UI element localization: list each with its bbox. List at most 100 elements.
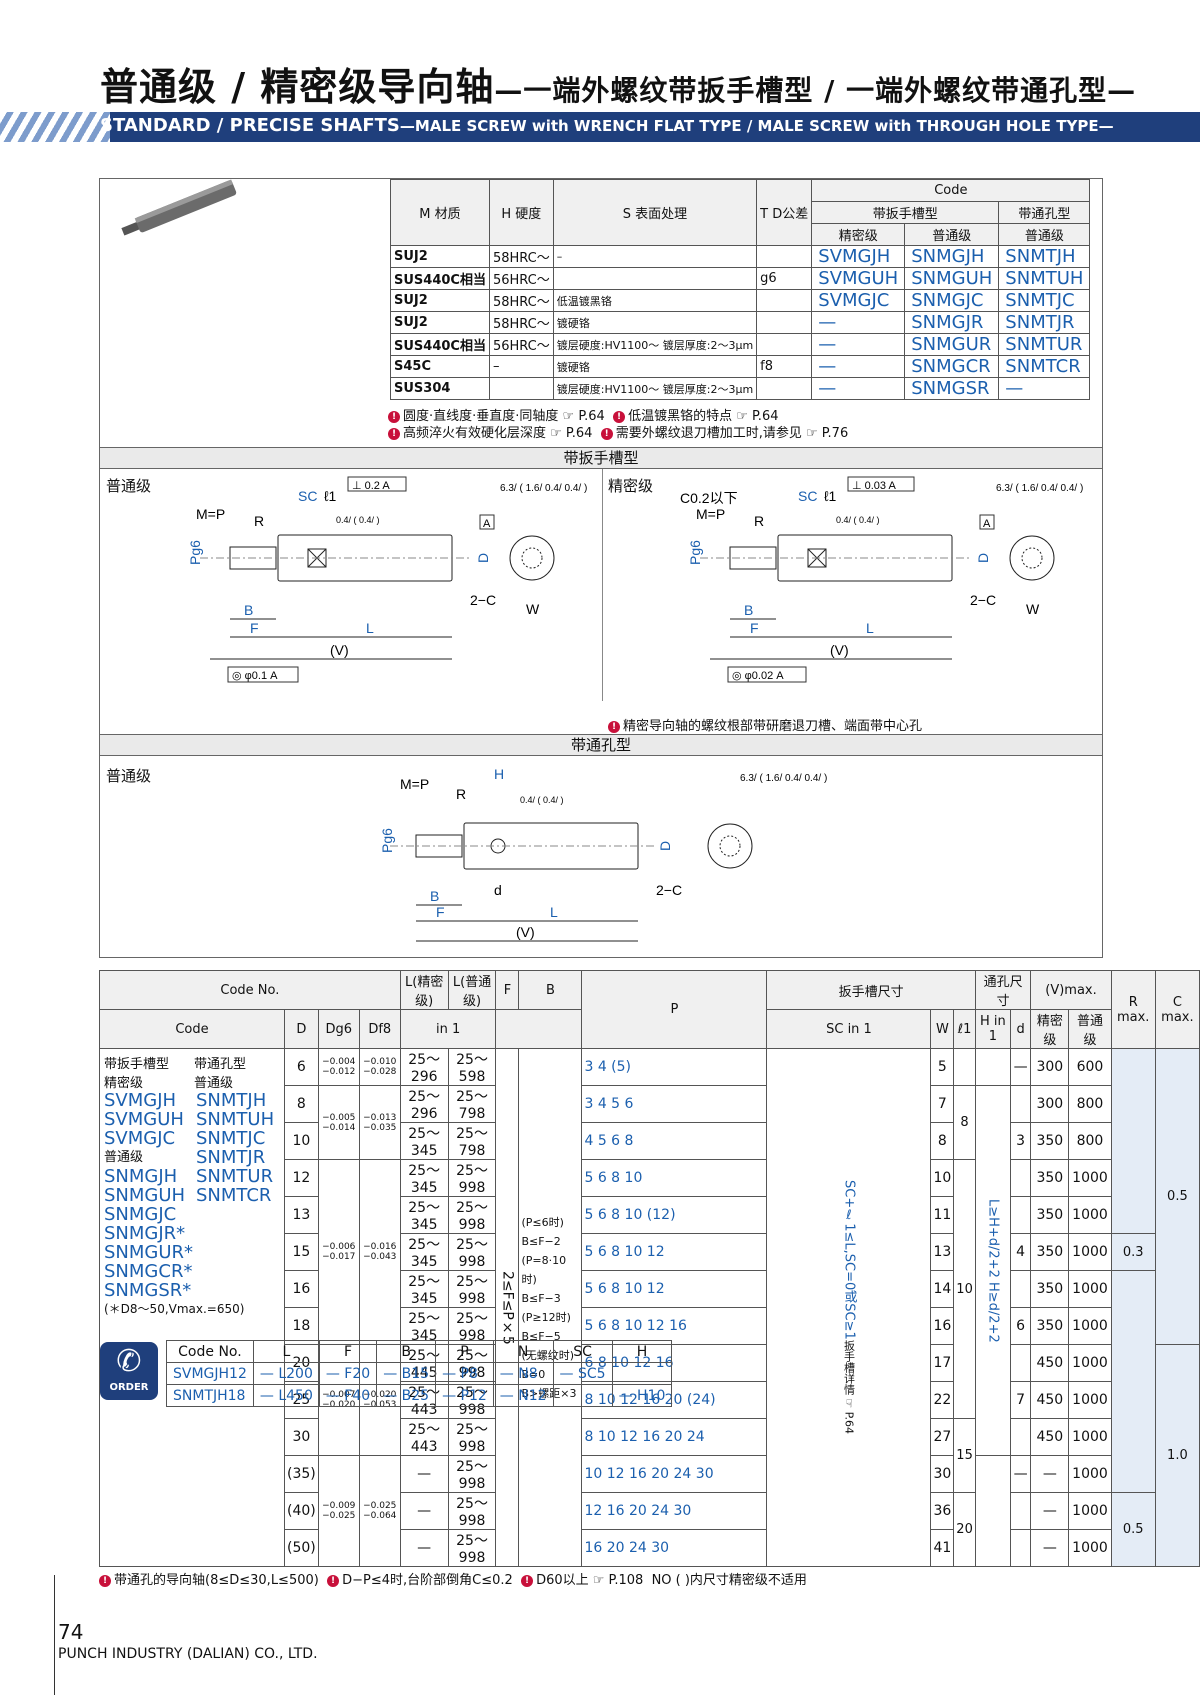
hardness-header: H 硬度 <box>488 179 554 246</box>
d-cell: (35) <box>284 1455 319 1493</box>
code-header: Code <box>811 179 1091 202</box>
b-rule: (P=8·10时) <box>521 1253 567 1286</box>
fb-blank <box>495 1009 583 1049</box>
ln-cell: 25～998 <box>447 1159 497 1197</box>
order-header-cell: N <box>492 1340 554 1363</box>
page-subtitle: STANDARD / PRECISE SHAFTS—MALE SCREW wit… <box>100 115 1114 136</box>
vn-cell: 1000 <box>1068 1307 1112 1345</box>
hardness-cell: 58HRC～ <box>488 245 554 268</box>
r-cell <box>1110 1048 1156 1234</box>
d-cell: 8 <box>284 1085 319 1123</box>
dg6-cell: −0.005 −0.014 <box>317 1085 360 1160</box>
hardness-cell <box>488 377 554 400</box>
lp-cell: 25～443 <box>399 1418 449 1456</box>
code-normal-cell: SNMGJC <box>904 289 1000 312</box>
normal-grade-label: 普通级 <box>106 477 152 495</box>
vn-cell: 1000 <box>1068 1233 1112 1271</box>
page-number: 74 <box>58 1620 84 1644</box>
normal-header-2: 普通级 <box>998 223 1091 246</box>
label-f: F <box>436 904 445 920</box>
lp-cell: — <box>399 1455 449 1493</box>
material-cell: SUJ2 <box>390 289 490 312</box>
vp-cell: 450 <box>1030 1418 1070 1456</box>
lp-cell: 25～345 <box>399 1196 449 1234</box>
info-icon: ! <box>613 410 626 423</box>
label-dd: d <box>494 882 502 898</box>
dimension-notes: !带通孔的导向轴(8≤D≤30,L≤500) !D−P≤4时,台阶部倒角C≤0.… <box>99 1569 1200 1588</box>
l1-cell: 15 <box>953 1418 976 1493</box>
label-pg6: Pg6 <box>379 828 395 853</box>
vp-cell: 350 <box>1030 1233 1070 1271</box>
dd-cell: 7 <box>1009 1381 1032 1419</box>
section-wrench-type: 带扳手槽型 <box>100 447 1102 469</box>
label-v: (V) <box>830 642 849 658</box>
lp-cell: 25～296 <box>399 1085 449 1123</box>
w-cell: 17 <box>930 1344 955 1382</box>
w-cell: 30 <box>930 1455 955 1493</box>
precise-grade-label: 精密级 <box>608 477 654 495</box>
normal-grade-label-2: 普通级 <box>106 767 152 785</box>
label-r: R <box>254 513 264 529</box>
p-cell: 8 10 12 16 20 24 <box>581 1418 768 1456</box>
order-cell: — N8 <box>492 1362 554 1385</box>
f-header: F <box>495 970 520 1010</box>
vn-cell: 1000 <box>1068 1418 1112 1456</box>
w-cell: 10 <box>930 1159 955 1197</box>
w-cell: 14 <box>930 1270 955 1308</box>
roughness-spec: 6.3/ ( 1.6/ 0.4/ 0.4/ ) <box>740 773 827 784</box>
label-pg6: Pg6 <box>187 540 203 565</box>
b-rule: B≤F−2 <box>521 1234 561 1248</box>
p-cell: 5 6 8 10 12 <box>581 1233 768 1271</box>
d-cell: (40) <box>284 1492 319 1530</box>
order-cell <box>552 1384 613 1407</box>
hole-type-label: 带通孔型 <box>194 1057 247 1072</box>
surface-header: S 表面处理 <box>552 179 758 246</box>
vn-cell: 1000 <box>1068 1159 1112 1197</box>
order-row: SNMTJH18— L450— F40— B25— P12— N12— H10 <box>166 1384 673 1407</box>
b-rule: (P≥12时) <box>521 1310 571 1324</box>
code-hole-cell: SNMTJR <box>998 311 1091 334</box>
order-icon-label: ORDER <box>109 1382 149 1393</box>
ln-cell: 25～998 <box>447 1270 497 1308</box>
precise-label: 精密级 <box>104 1076 144 1091</box>
label-b: B <box>430 888 439 904</box>
dd-cell <box>1009 1196 1032 1234</box>
order-cell: — P8 <box>435 1362 494 1385</box>
c-cell: 1.0 <box>1154 1344 1200 1567</box>
page-subtitle-sub: —MALE SCREW with WRENCH FLAT TYPE / MALE… <box>399 117 1114 135</box>
w-cell: 5 <box>930 1048 955 1086</box>
code-hole-cell: SNMTUR <box>998 333 1091 356</box>
material-notes-line2: !高频淬火有效硬化层深度 ☞ P.64 !需要外螺纹退刀槽加工时,请参见 ☞ P… <box>388 422 848 441</box>
surface-cell: 低温镀黑铬 <box>552 289 758 312</box>
d-cell: 13 <box>284 1196 319 1234</box>
order-cell <box>611 1362 673 1385</box>
vn-cell: 1000 <box>1068 1492 1112 1530</box>
p-cell: 10 12 16 20 24 30 <box>581 1455 768 1493</box>
label-v: (V) <box>516 924 535 940</box>
vn-cell: 1000 <box>1068 1455 1112 1493</box>
ln-cell: 25～798 <box>447 1122 497 1160</box>
title-band-hatch <box>0 112 110 142</box>
material-cell: SUJ2 <box>390 245 490 268</box>
label-f: F <box>250 620 259 636</box>
code-precise-cell: — <box>811 377 906 400</box>
p-cell: 5 6 8 10 12 <box>581 1270 768 1308</box>
lp-cell: 25～345 <box>399 1270 449 1308</box>
code-hole-cell: SNMTJH <box>998 245 1091 268</box>
dd-cell <box>1009 1344 1032 1382</box>
label-b: B <box>244 602 253 618</box>
r-cell: 0.5 <box>1110 1492 1156 1567</box>
p-cell: 5 6 8 10 12 16 <box>581 1307 768 1345</box>
order-cell: — B15 <box>376 1362 437 1385</box>
ln-cell: 25～598 <box>447 1048 497 1086</box>
code-footnote: (＊D8～50,Vmax.=650) <box>104 1302 245 1316</box>
code-normal: SNMGJH <box>104 1166 178 1187</box>
